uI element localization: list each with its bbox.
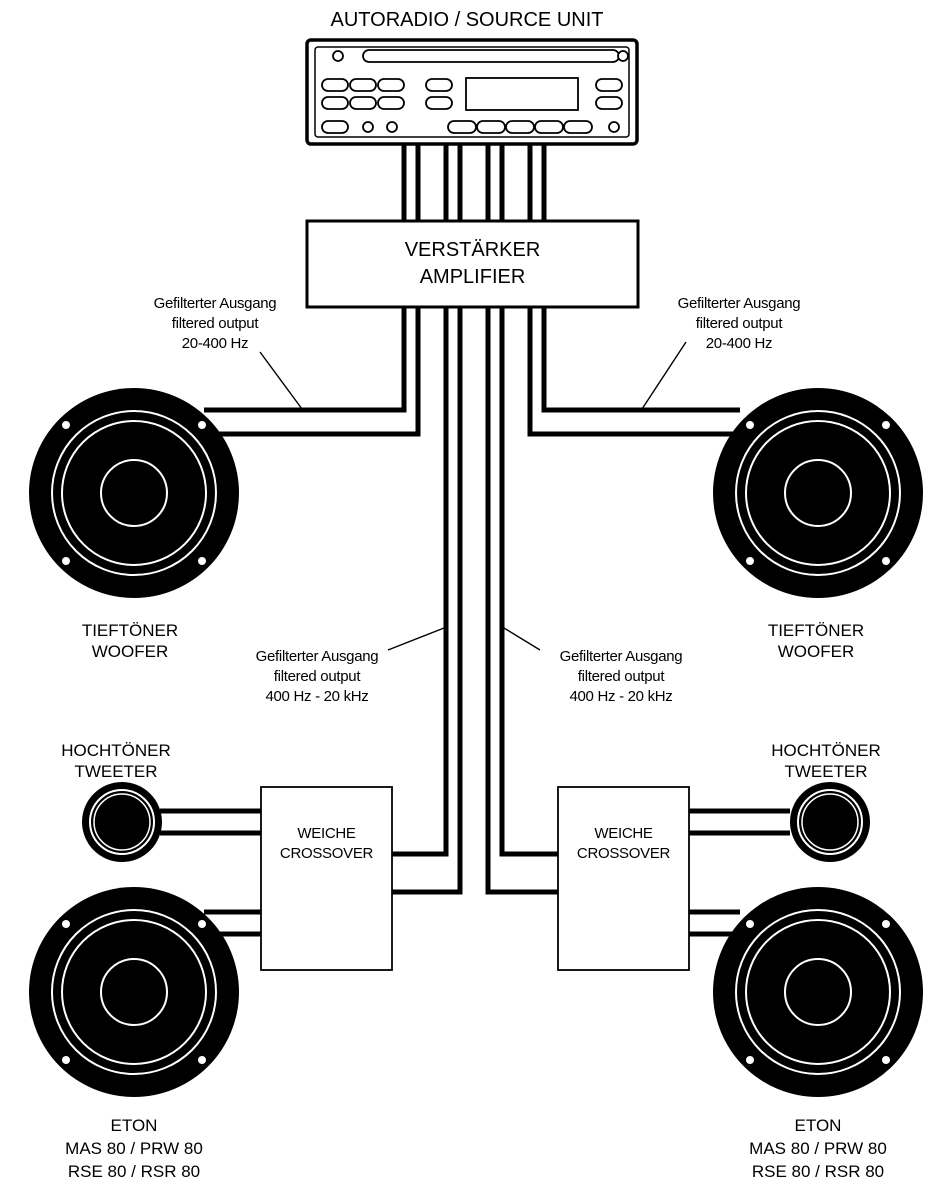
woofer-speaker-icon: [712, 387, 924, 599]
woofer-speaker-icon: [28, 387, 240, 599]
midbass-label-left: ETON MAS 80 / PRW 80 RSE 80 / RSR 80: [65, 1116, 203, 1181]
woofer-label-right: TIEFTÖNER WOOFER: [767, 621, 865, 661]
midbass-speaker-icon: [28, 886, 240, 1098]
tweeter-label-right: HOCHTÖNER TWEETER: [771, 741, 881, 781]
woofer-output-label-left: Gefilterter Ausgang filtered output 20-4…: [153, 295, 277, 352]
crossover-box-left: [260, 786, 393, 971]
tweeter-icon: [789, 781, 871, 863]
radio-icon: [305, 38, 639, 146]
tweeter-output-label-right: Gefilterter Ausgang filtered output 400 …: [559, 648, 683, 705]
amplifier-output-wires: [160, 307, 790, 937]
amplifier-box: [305, 219, 640, 309]
amplifier-label: VERSTÄRKER AMPLIFIER: [404, 239, 541, 288]
woofer-label-left: TIEFTÖNER WOOFER: [81, 621, 179, 661]
crossover-label-left: WEICHE CROSSOVER: [279, 825, 374, 862]
midbass-speaker-icon: [712, 886, 924, 1098]
crossover-box-right: [557, 786, 690, 971]
tweeter-icon: [81, 781, 163, 863]
crossover-label-right: WEICHE CROSSOVER: [576, 825, 671, 862]
source-unit-title: AUTORADIO / SOURCE UNIT: [330, 9, 604, 31]
tweeter-label-left: HOCHTÖNER TWEETER: [61, 741, 171, 781]
tweeter-output-label-left: Gefilterter Ausgang filtered output 400 …: [255, 648, 379, 705]
source-cables: [401, 143, 547, 221]
woofer-output-label-right: Gefilterter Ausgang filtered output 20-4…: [677, 295, 801, 352]
midbass-label-right: ETON MAS 80 / PRW 80 RSE 80 / RSR 80: [749, 1116, 887, 1181]
leader-lines: [259, 341, 687, 651]
